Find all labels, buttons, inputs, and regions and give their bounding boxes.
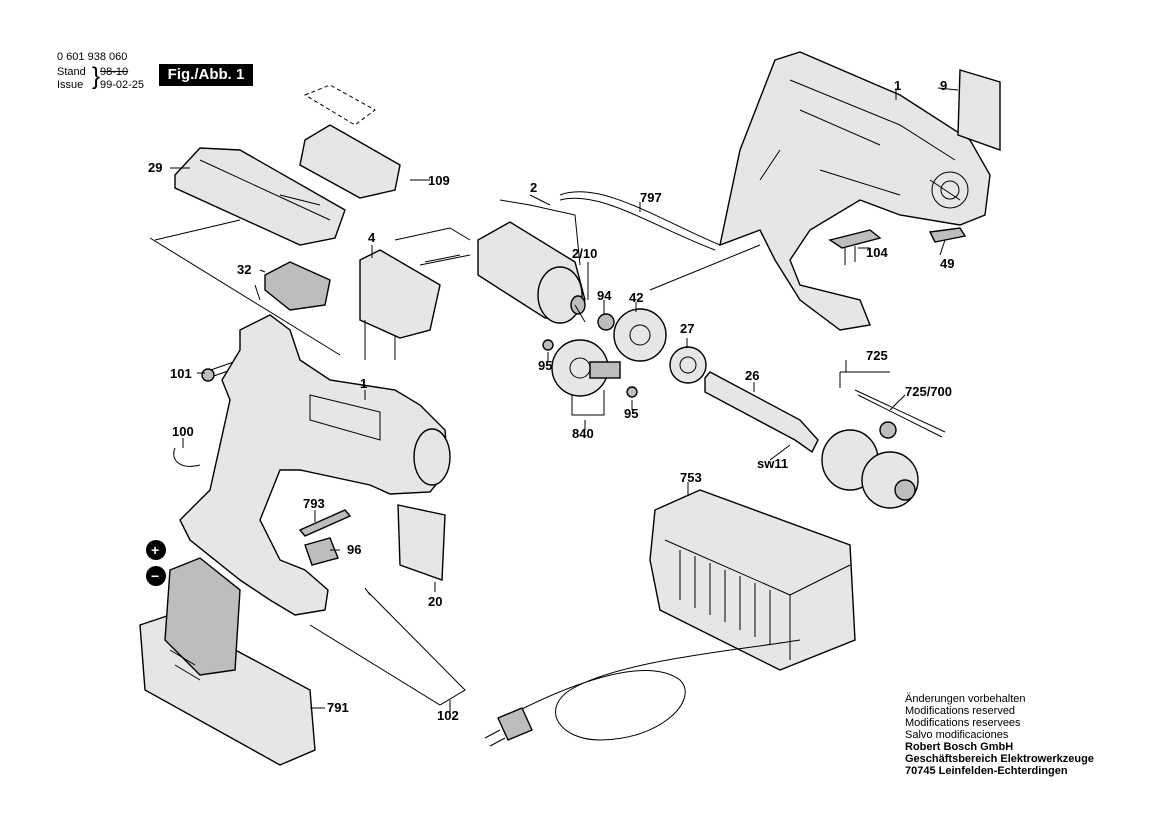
issue-value: 99-02-25 [100,79,145,91]
spindle-drawing [704,371,819,454]
part-number: 0 601 938 060 [57,51,128,63]
note-line: Modifications reservees [905,717,1021,729]
cover-drawing [174,147,346,246]
charger-drawing [649,489,856,671]
label-plate-drawing [397,504,446,581]
company-division: Geschäftsbereich Elektrowerkzeuge [905,753,1094,765]
motor-drawing [477,221,586,324]
label-94: 94 [597,288,612,303]
issue-label: Issue [57,79,84,91]
label-793: 793 [303,496,325,511]
label-104: 104 [866,245,888,260]
trigger-switch-drawing [359,249,441,339]
chuck-key-drawing [854,389,946,438]
belt-hook-drawing [309,587,466,706]
label-42: 42 [629,290,643,305]
label-753: 753 [680,470,702,485]
label-797: 797 [640,190,662,205]
label-26: 26 [745,368,759,383]
label-29: 29 [148,160,162,175]
footer-notes: Änderungen vorbehalten Modifications res… [905,693,1094,777]
note-line: Salvo modificaciones [905,729,1009,741]
clip-drawing [928,227,967,243]
label-95b: 95 [624,406,638,421]
label-840: 840 [572,426,594,441]
pinion-shaft-drawing [589,361,621,379]
housing-half-left-drawing [179,314,451,616]
label-4: 4 [368,230,376,245]
label-27: 27 [680,321,694,336]
gear-large-drawing [613,308,667,362]
plus-icon [146,540,166,560]
bit-drawing [298,509,352,537]
drill-chuck-drawing [821,429,919,509]
label-1b: 1 [360,376,367,391]
terminal-block-drawing [828,229,882,249]
direction-switch-drawing [264,261,331,311]
bit-holder-drawing [304,537,339,566]
minus-icon [146,566,166,586]
stand-label: Stand [57,66,86,78]
label-2-10: 2/10 [572,246,597,261]
label-sw11: sw11 [757,456,788,471]
strap-drawing [559,191,721,251]
plug-drawing [497,707,533,741]
wire-drawing [173,447,201,467]
label-32: 32 [237,262,251,277]
label-725-700: 725/700 [905,384,952,399]
company-name: Robert Bosch GmbH [905,741,1014,753]
label-2: 2 [530,180,537,195]
note-line: Änderungen vorbehalten [905,693,1026,705]
label-101: 101 [170,366,192,381]
washer-drawing-2 [626,386,638,398]
label-96: 96 [347,542,361,557]
bearing-drawing [669,346,707,384]
housing-half-right-drawing [719,51,991,331]
label-791: 791 [327,700,349,715]
company-address: 70745 Leinfelden-Echterdingen [905,765,1068,777]
note-line: Modifications reserved [905,705,1016,717]
washer-drawing [542,339,554,351]
label-95a: 95 [538,358,552,373]
brace-icon: } [92,63,101,90]
battery-pack-drawing [139,557,316,766]
nameplate-drawing [957,69,1001,151]
label-109: 109 [428,173,450,188]
minus-sign: − [151,568,159,584]
slider-switch-drawing [299,124,401,199]
power-cable-drawing [519,639,801,741]
label-20: 20 [428,594,442,609]
bushing-drawing [597,313,615,331]
label-49: 49 [940,256,954,271]
label-100: 100 [172,424,194,439]
plus-sign: + [151,542,159,558]
stand-value: 98-10 [100,66,129,78]
figure-label: Fig./Abb. 1 [159,64,253,86]
label-1a: 1 [894,78,901,93]
label-9: 9 [940,78,947,93]
label-725: 725 [866,348,888,363]
label-102: 102 [437,708,459,723]
